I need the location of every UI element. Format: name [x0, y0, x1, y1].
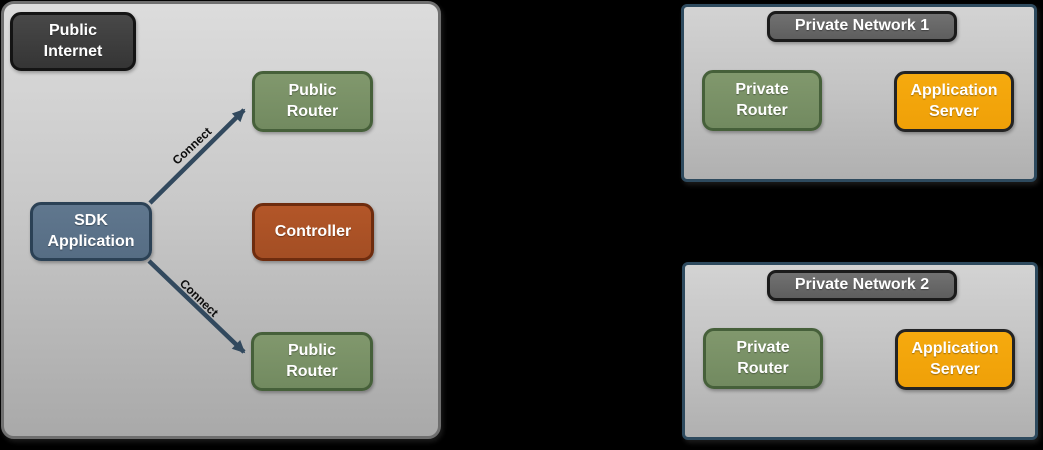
- node-private-router-2: Private Router: [703, 328, 823, 389]
- node-public-router-top: Public Router: [252, 71, 373, 132]
- node-controller: Controller: [252, 203, 374, 261]
- public-internet-zone: Public Internet Public Router SDK Applic…: [1, 1, 441, 439]
- private-network-2-zone: Private Network 2 Private Router Applica…: [682, 262, 1038, 440]
- node-public-router-bottom: Public Router: [251, 332, 373, 391]
- node-application-server-1: Application Server: [894, 71, 1014, 132]
- node-sdk-application: SDK Application: [30, 202, 152, 261]
- private-network-1-zone: Private Network 1 Private Router Applica…: [681, 4, 1037, 182]
- private-network-1-title: Private Network 1: [767, 11, 957, 42]
- node-application-server-2: Application Server: [895, 329, 1015, 390]
- node-private-router-1: Private Router: [702, 70, 822, 131]
- connect-arrow-top: [148, 108, 246, 205]
- connect-label-top: Connect: [169, 124, 215, 168]
- connect-label-bottom: Connect: [176, 276, 222, 320]
- node-public-internet: Public Internet: [10, 12, 136, 71]
- private-network-2-title: Private Network 2: [767, 270, 957, 301]
